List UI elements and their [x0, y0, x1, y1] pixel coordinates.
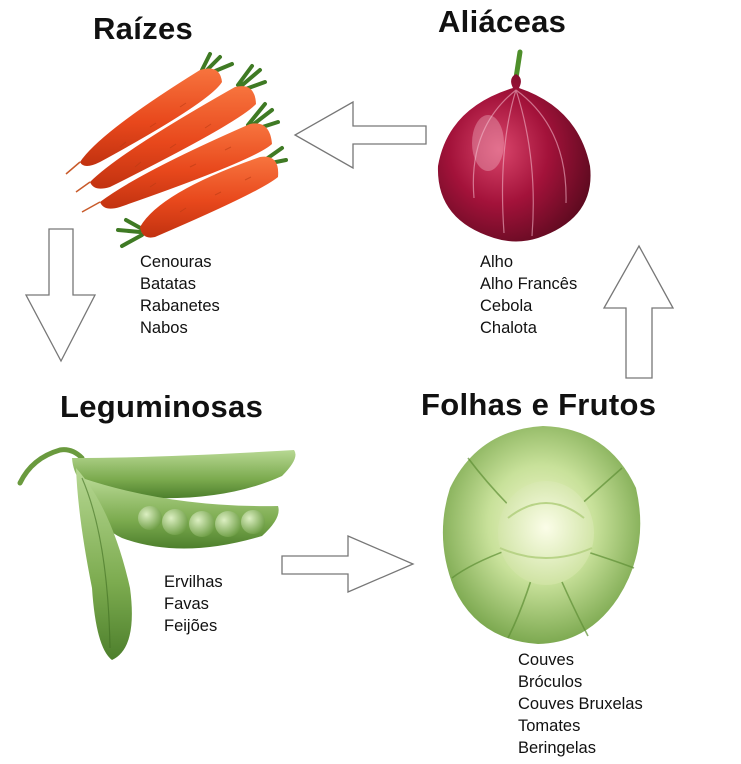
- carrot-2: [90, 86, 256, 189]
- raizes-title: Raízes: [93, 11, 194, 46]
- list-item: Nabos: [140, 319, 188, 337]
- right-arrow-icon: [281, 535, 415, 593]
- carrot-3: [100, 123, 272, 209]
- folhas-frutos-list: Couves Bróculos Couves Bruxelas Tomates …: [518, 649, 643, 759]
- list-item: Rabanetes: [140, 297, 220, 315]
- carrots-illustration: [65, 52, 288, 248]
- list-item: Bróculos: [518, 673, 583, 691]
- raizes-list: Cenouras Batatas Rabanetes Nabos: [140, 251, 220, 339]
- cabbage-illustration: [442, 426, 641, 644]
- list-item: Chalota: [480, 319, 537, 337]
- list-item: Tomates: [518, 717, 581, 735]
- list-item: Couves Bruxelas: [518, 695, 643, 713]
- aliaceas-title: Aliáceas: [438, 4, 567, 39]
- list-item: Alho: [480, 253, 514, 271]
- list-item: Beringelas: [518, 739, 596, 757]
- aliaceas-list: Alho Alho Francês Cebola Chalota: [480, 251, 577, 339]
- list-item: Ervilhas: [164, 573, 223, 591]
- cabbage-heart: [498, 481, 594, 585]
- list-item: Batatas: [140, 275, 196, 293]
- down-arrow-icon: [24, 228, 97, 363]
- list-item: Cebola: [480, 297, 533, 315]
- left-arrow-icon: [293, 100, 427, 170]
- pea-pods-illustration: [17, 447, 296, 660]
- carrot-4: [140, 156, 279, 238]
- peas: [138, 506, 265, 537]
- list-item: Feijões: [164, 617, 218, 635]
- up-arrow-icon: [602, 244, 675, 379]
- list-item: Alho Francês: [480, 275, 578, 293]
- red-onion-illustration: [437, 49, 591, 242]
- list-item: Cenouras: [140, 253, 212, 271]
- carrot-1: [80, 68, 222, 166]
- leguminosas-title: Leguminosas: [60, 389, 264, 424]
- list-item: Favas: [164, 595, 209, 613]
- folhas-frutos-title: Folhas e Frutos: [421, 387, 657, 422]
- leguminosas-list: Ervilhas Favas Feijões: [164, 571, 223, 637]
- pea-pod-top: [72, 450, 296, 499]
- list-item: Couves: [518, 651, 574, 669]
